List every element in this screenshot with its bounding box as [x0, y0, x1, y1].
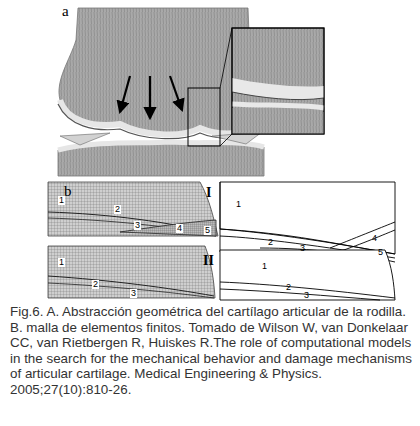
- callout-number: 4: [176, 224, 183, 233]
- knee-illustration: [58, 8, 324, 176]
- panel-letter: b: [64, 184, 72, 199]
- finite-element-mesh: [48, 246, 215, 298]
- panel-letter: a: [62, 4, 69, 19]
- callout-number: 3: [304, 291, 309, 300]
- case-label: II: [203, 254, 214, 268]
- callout-number: 3: [130, 289, 137, 298]
- callout-number: 1: [262, 262, 267, 271]
- callout-number: 2: [268, 238, 273, 247]
- callout-number: 1: [58, 258, 65, 267]
- figure-caption: Fig.6. A. Abstracción geométrica del car…: [10, 304, 412, 397]
- callout-number: 3: [300, 244, 305, 253]
- zoom-inset: [232, 28, 324, 134]
- callout-number: 2: [286, 283, 291, 292]
- callout-number: 1: [236, 200, 241, 209]
- case-label: I: [206, 186, 211, 200]
- callout-number: 5: [204, 226, 211, 235]
- callout-number: 4: [372, 234, 377, 243]
- callout-number: 1: [58, 196, 65, 205]
- callout-number: 2: [92, 280, 99, 289]
- finite-element-mesh: [48, 182, 218, 236]
- callout-number: 5: [378, 248, 383, 257]
- callout-number: 3: [134, 221, 141, 230]
- callout-number: 2: [114, 205, 121, 214]
- layer-schematic: [220, 250, 395, 300]
